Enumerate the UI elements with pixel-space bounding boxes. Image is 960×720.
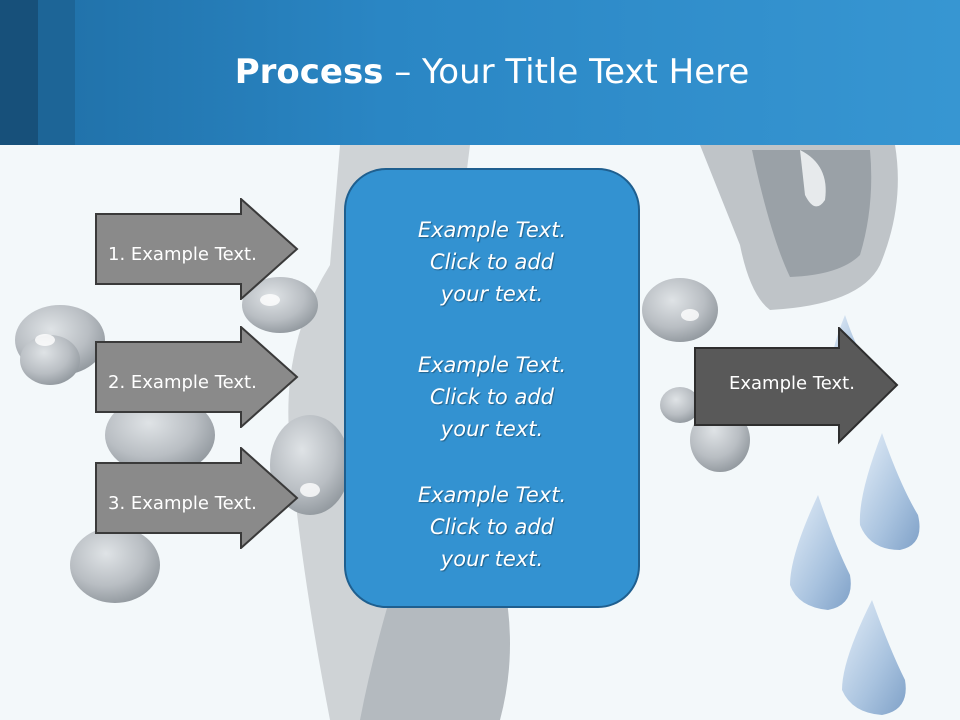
step-arrow-2 (95, 326, 299, 428)
center-text-panel[interactable]: Example Text. Click to add your text. Ex… (344, 168, 640, 608)
slide-title-bold: Process (234, 52, 384, 92)
output-label: Example Text. (729, 373, 855, 394)
water-drop (842, 600, 906, 715)
panel-text-block-3[interactable]: Example Text. Click to add your text. (417, 483, 567, 571)
output-arrow (694, 327, 899, 445)
panel-text-block-1[interactable]: Example Text. Click to add your text. (417, 218, 567, 306)
slide-title: Process – Your Title Text Here (0, 52, 960, 92)
title-bar: Process – Your Title Text Here (0, 0, 960, 145)
step-arrow-1 (95, 198, 299, 300)
water-drop (790, 495, 851, 610)
title-bar-accent-dark (0, 0, 38, 145)
step-label-3: 3. Example Text. (108, 493, 257, 514)
step-arrow-3 (95, 447, 299, 549)
faucet-nozzle-inner (752, 150, 872, 277)
step-label-2: 2. Example Text. (108, 372, 257, 393)
panel-text-block-2[interactable]: Example Text. Click to add your text. (417, 353, 567, 441)
water-drop (859, 433, 920, 550)
title-bar-accent (38, 0, 75, 145)
step-label-1: 1. Example Text. (108, 244, 257, 265)
slide-title-rest: – Your Title Text Here (383, 52, 750, 92)
